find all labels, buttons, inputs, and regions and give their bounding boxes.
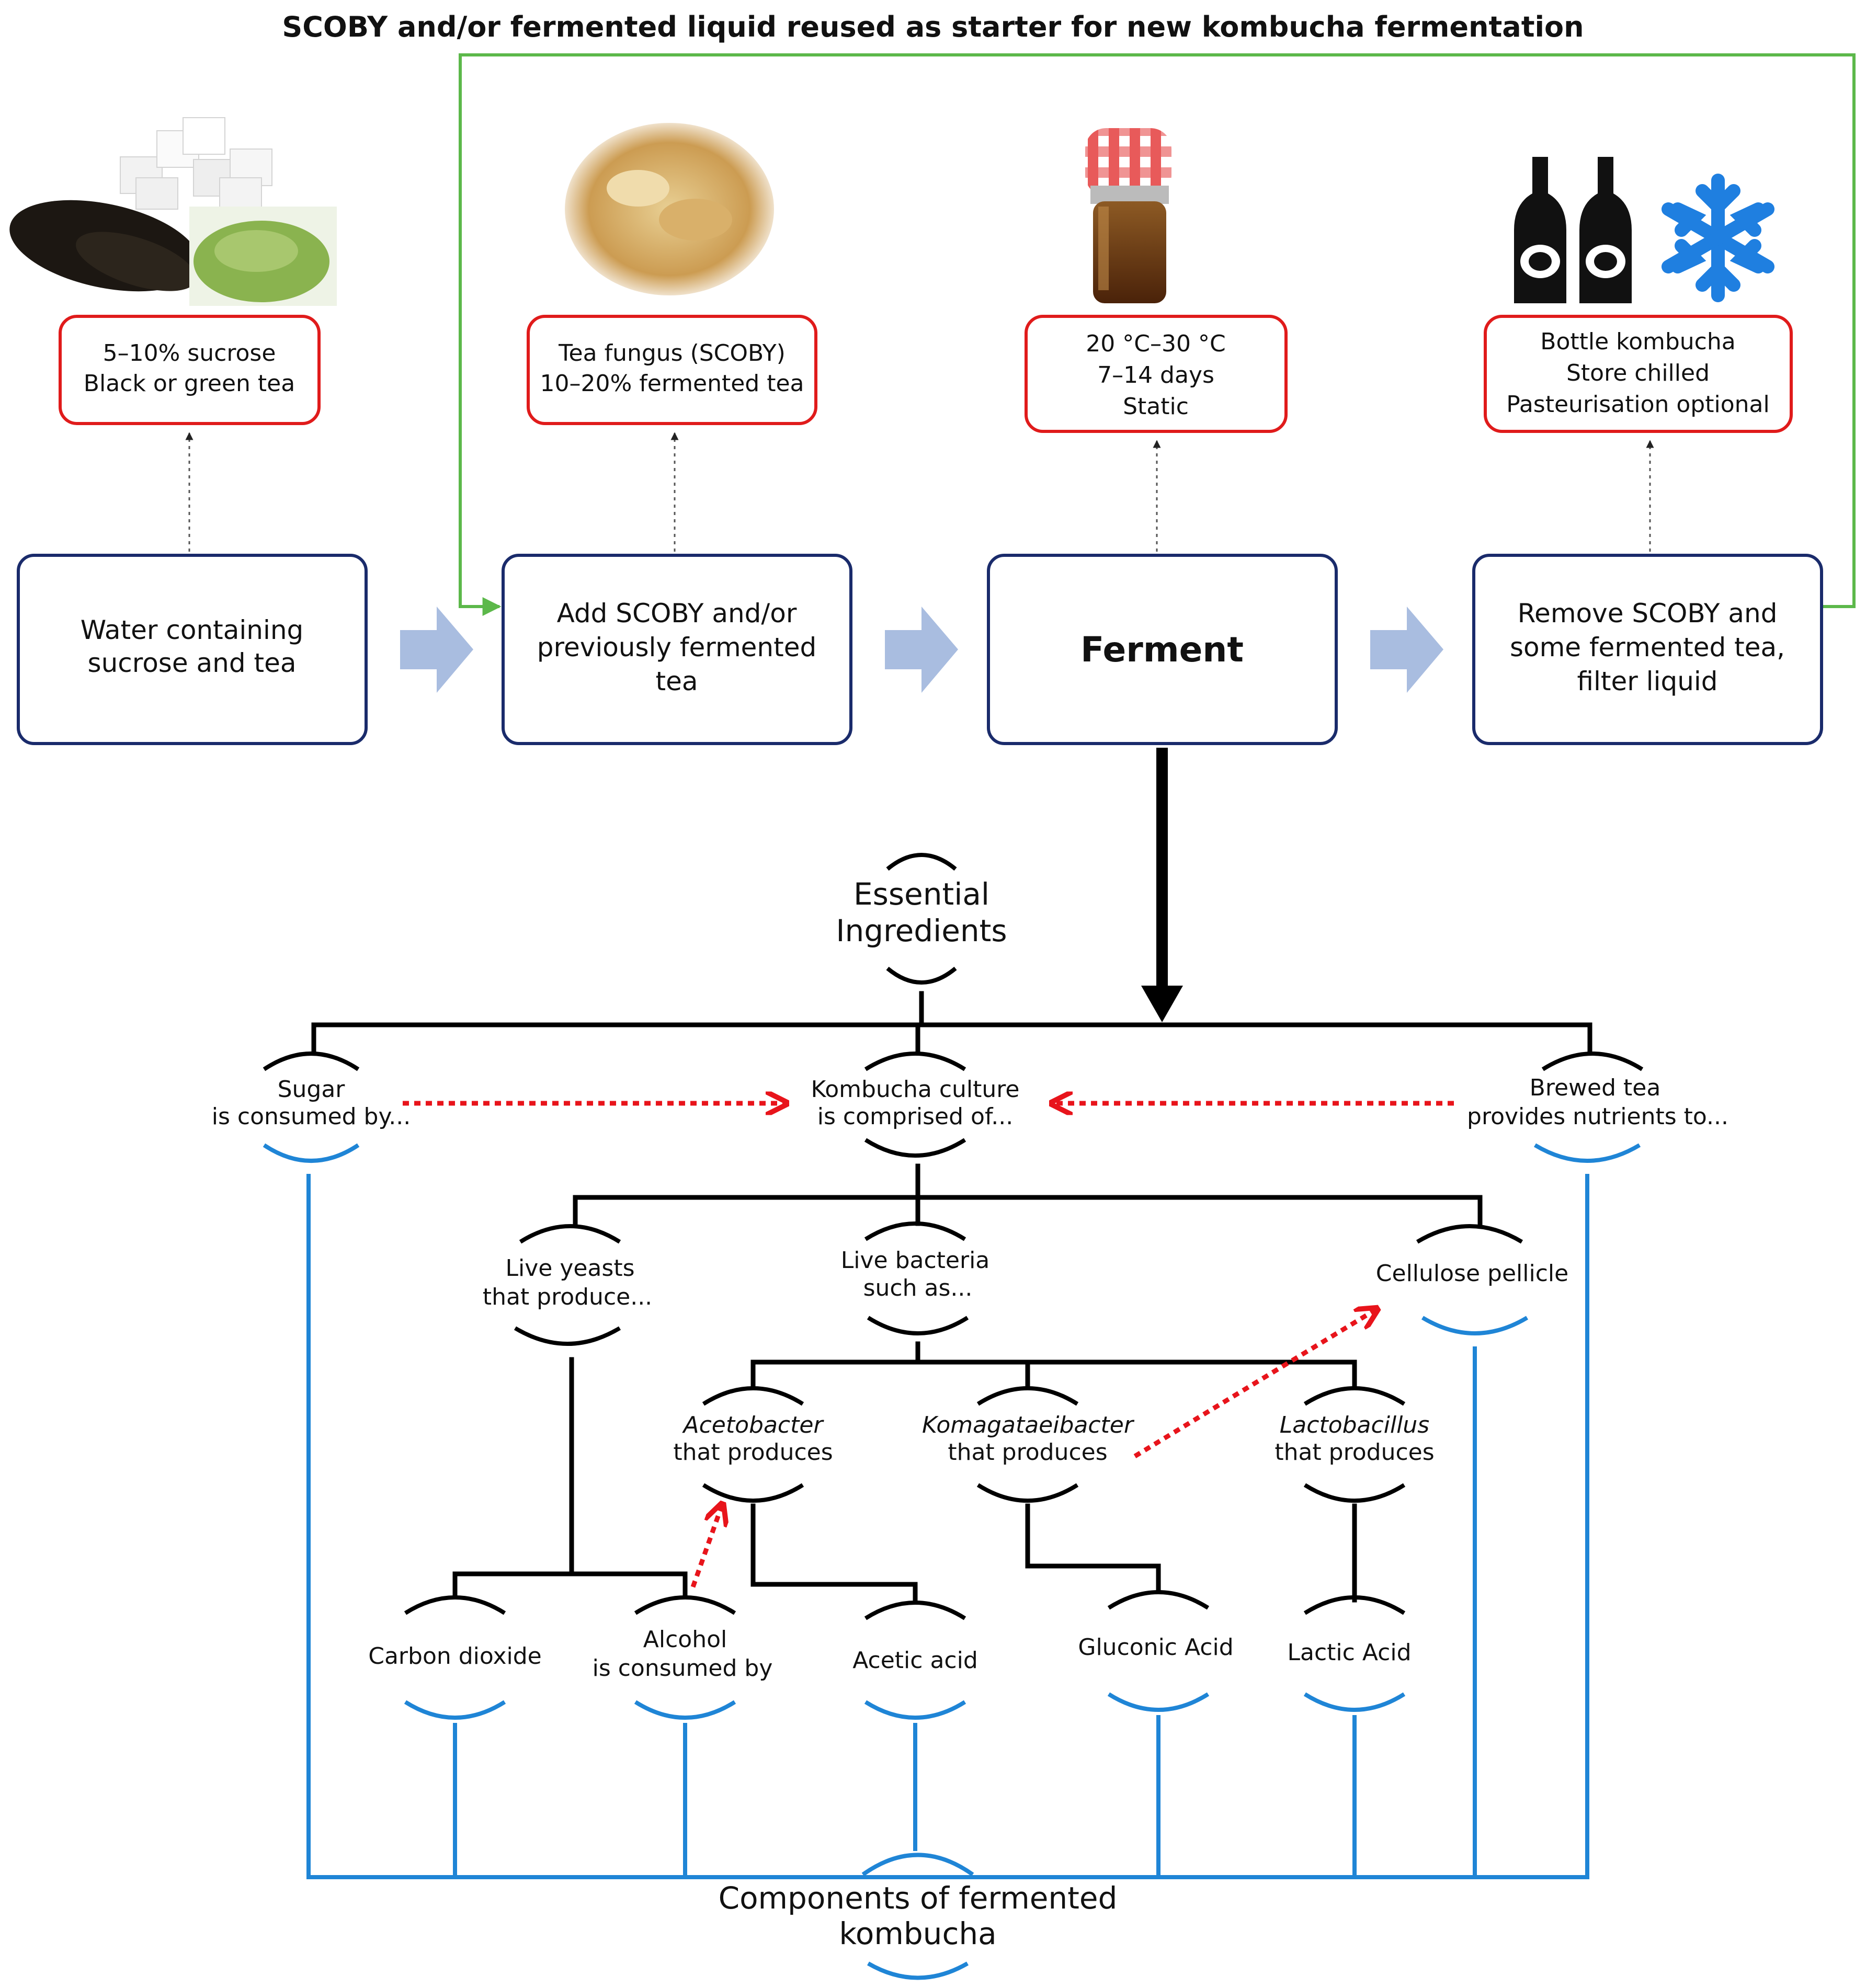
info-ingredients-line-2: Black or green tea: [84, 370, 295, 397]
node-lactic-label: Lactic Acid: [1288, 1639, 1412, 1666]
step-remove-line-1: Remove SCOBY and: [1518, 598, 1778, 629]
node-sugar: Sugar is consumed by...: [212, 1052, 411, 1163]
node-brewed-tea: Brewed tea provides nutrients to...: [1467, 1052, 1728, 1163]
node-komagataeibacter-line-2: that produces: [948, 1439, 1107, 1466]
black-tea-leaves-icon: [9, 200, 200, 292]
info-conditions-line-2: 7–14 days: [1097, 362, 1214, 389]
relation-arrows: [403, 1103, 1454, 1588]
node-alcohol-line-1: Alcohol: [643, 1626, 727, 1653]
node-tea-line-2: provides nutrients to...: [1467, 1103, 1728, 1130]
step-remove-line-2: some fermented tea,: [1510, 632, 1785, 662]
node-acetic-acid: Acetic acid: [852, 1601, 978, 1720]
node-root-line-2: Ingredients: [836, 913, 1007, 949]
node-yeasts-line-2: that produce...: [483, 1284, 652, 1310]
node-tea-line-1: Brewed tea: [1530, 1075, 1661, 1101]
step-water-line-2: sucrose and tea: [88, 648, 297, 678]
info-conditions-line-1: 20 °C–30 °C: [1086, 330, 1225, 357]
info-box-starter: Tea fungus (SCOBY) 10–20% fermented tea: [527, 315, 817, 425]
node-essential-ingredients: Essential Ingredients: [836, 853, 1007, 985]
step-box-remove: Remove SCOBY and some fermented tea, fil…: [1472, 554, 1823, 745]
info-ingredients-line-1: 5–10% sucrose: [103, 340, 276, 367]
info-conditions-line-3: Static: [1123, 393, 1189, 420]
node-alcohol-line-2: is consumed by: [593, 1655, 773, 1682]
node-bacteria-line-1: Live bacteria: [841, 1247, 990, 1274]
loop-title: SCOBY and/or fermented liquid reused as …: [282, 10, 1584, 43]
reuse-loop: [459, 53, 1856, 616]
node-yeasts-line-1: Live yeasts: [505, 1255, 634, 1282]
info-box-ingredients: 5–10% sucrose Black or green tea: [59, 315, 321, 425]
node-lactobacillus-line-1: Lactobacillus: [1280, 1412, 1429, 1438]
node-lactic-acid: Lactic Acid: [1288, 1595, 1412, 1712]
info-box-storage: Bottle kombucha Store chilled Pasteurisa…: [1484, 315, 1793, 433]
node-lactobacillus: Lactobacillus that produces: [1275, 1386, 1435, 1503]
node-components-line-2: kombucha: [839, 1916, 996, 1951]
block-arrow-icon: [885, 607, 958, 693]
node-culture-line-2: is comprised of...: [817, 1103, 1013, 1130]
node-kombucha-culture: Kombucha culture is comprised of...: [811, 1052, 1020, 1158]
node-sugar-line-1: Sugar: [278, 1076, 346, 1103]
ferment-to-tree-arrow: [1141, 748, 1183, 1022]
node-live-yeasts: Live yeasts that produce...: [483, 1224, 652, 1346]
node-komagataeibacter: Komagataeibacter that produces: [922, 1386, 1135, 1503]
bottle-icon: [1579, 157, 1632, 303]
node-sugar-line-2: is consumed by...: [212, 1103, 411, 1130]
node-culture-line-1: Kombucha culture: [811, 1076, 1020, 1103]
step-ferment-label: Ferment: [1080, 630, 1244, 670]
node-cellulose-pellicle: Cellulose pellicle: [1376, 1224, 1568, 1335]
node-components: Components of fermented kombucha: [719, 1853, 1118, 1980]
node-carbon-dioxide: Carbon dioxide: [368, 1595, 542, 1720]
step-add-scoby-line-3: tea: [655, 666, 698, 696]
snowflake-icon: [1662, 174, 1774, 302]
scoby-culture-icon: [565, 123, 774, 295]
block-arrow-icon: [1370, 607, 1443, 693]
node-acetobacter-line-2: that produces: [673, 1439, 833, 1466]
kombucha-jar-icon: [1085, 128, 1171, 303]
step-remove-line-3: filter liquid: [1577, 666, 1717, 696]
green-tea-powder-icon: [189, 207, 337, 306]
node-acetobacter: Acetobacter that produces: [673, 1386, 833, 1503]
node-acetobacter-line-1: Acetobacter: [681, 1412, 824, 1438]
alcohol-to-acetobacter-arrow: [690, 1506, 722, 1588]
info-storage-line-2: Store chilled: [1566, 360, 1710, 386]
step-box-water: Water containing sucrose and tea: [17, 554, 368, 745]
info-connectors: [185, 432, 1654, 552]
komagataeibacter-to-pellicle-arrow: [1133, 1310, 1375, 1458]
info-storage-line-3: Pasteurisation optional: [1506, 391, 1769, 418]
info-box-conditions: 20 °C–30 °C 7–14 days Static: [1025, 315, 1288, 433]
node-components-line-1: Components of fermented: [719, 1880, 1118, 1916]
output-connectors: [306, 1174, 1589, 1879]
node-gluconic-label: Gluconic Acid: [1078, 1634, 1233, 1661]
step-water-line-1: Water containing: [81, 615, 304, 645]
info-storage-line-1: Bottle kombucha: [1540, 328, 1735, 355]
step-box-add-scoby: Add SCOBY and/or previously fermented te…: [502, 554, 852, 745]
info-starter-line-1: Tea fungus (SCOBY): [558, 340, 786, 367]
step-add-scoby-line-1: Add SCOBY and/or: [557, 598, 797, 629]
node-root-line-1: Essential: [854, 876, 989, 912]
block-arrow-icon: [400, 607, 473, 693]
step-box-ferment: Ferment: [987, 554, 1338, 745]
node-komagataeibacter-line-1: Komagataeibacter: [922, 1412, 1135, 1438]
reuse-loop-line: [459, 53, 1856, 616]
step-arrows: [400, 607, 1443, 693]
node-co2-label: Carbon dioxide: [368, 1643, 541, 1670]
node-live-bacteria: Live bacteria such as...: [841, 1221, 990, 1335]
node-gluconic-acid: Gluconic Acid: [1078, 1590, 1234, 1712]
node-alcohol: Alcohol is consumed by: [593, 1595, 773, 1720]
node-pellicle-label: Cellulose pellicle: [1376, 1260, 1568, 1287]
tree-connectors: [311, 991, 1592, 1603]
node-bacteria-line-2: such as...: [863, 1275, 973, 1301]
bottle-icon: [1514, 157, 1566, 303]
sugar-cubes-icon: [120, 117, 272, 210]
node-acetic-label: Acetic acid: [852, 1647, 978, 1674]
node-lactobacillus-line-2: that produces: [1275, 1439, 1434, 1466]
step-add-scoby-line-2: previously fermented: [537, 632, 816, 662]
info-starter-line-2: 10–20% fermented tea: [540, 370, 804, 397]
